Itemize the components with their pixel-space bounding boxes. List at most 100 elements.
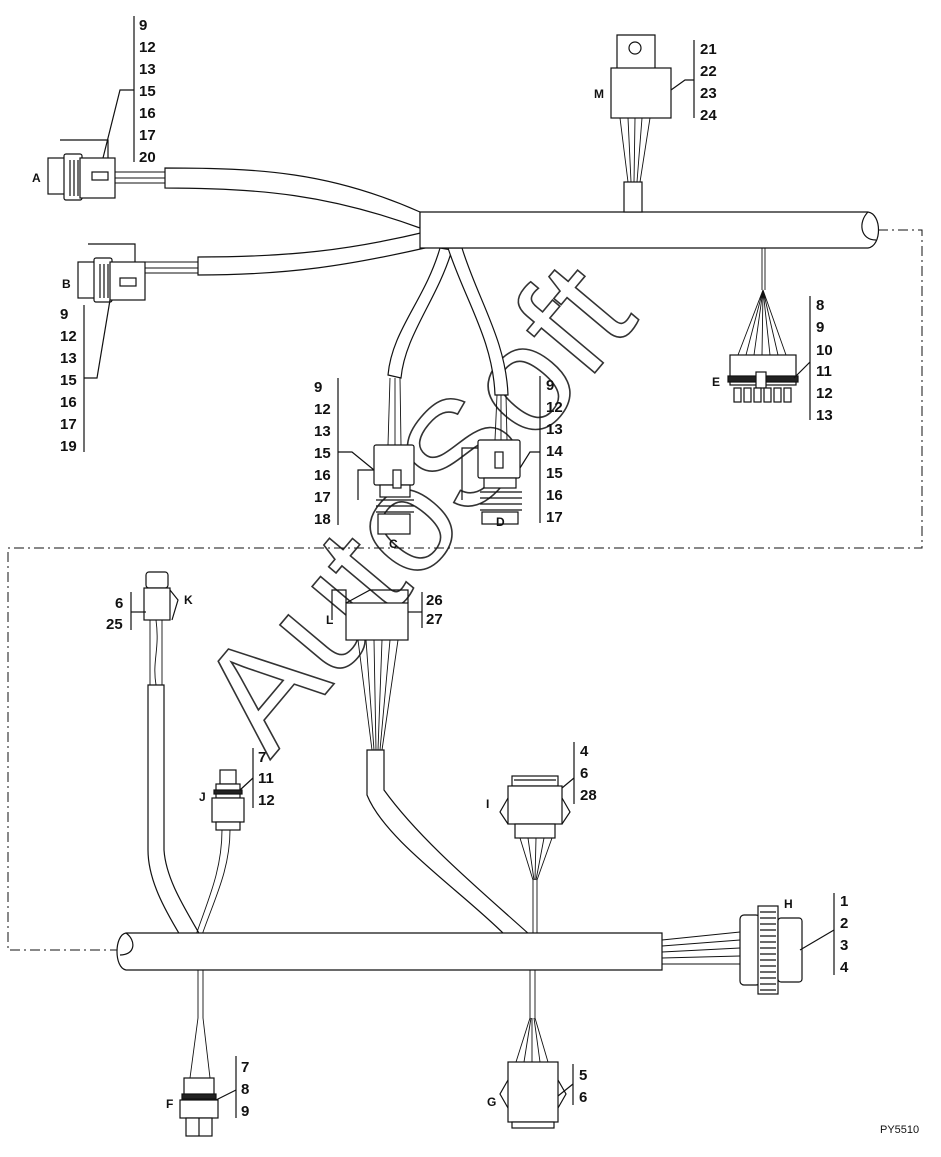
pin-label: 7 (241, 1059, 249, 1076)
connector-j-letter: J (199, 790, 206, 804)
pin-label: 13 (60, 350, 77, 367)
figure-code: PY5510 (880, 1124, 919, 1136)
connector-d-pins: 9 12 13 14 15 16 17 (519, 376, 563, 526)
connector-h-pins: 1 2 3 4 (799, 893, 849, 976)
pin-label: 12 (60, 328, 77, 345)
pin-label: 16 (139, 105, 156, 122)
pin-label: 13 (546, 421, 563, 438)
pin-label: 16 (546, 487, 563, 504)
pin-label: 13 (314, 423, 331, 440)
connector-l: L (326, 589, 409, 751)
pin-label: 11 (258, 770, 274, 787)
connector-d-letter: D (496, 515, 505, 529)
connector-l-letter: L (326, 613, 333, 627)
connector-i-pins: 4 6 28 (561, 742, 597, 804)
pin-label: 6 (115, 595, 123, 612)
connector-c-pins: 9 12 13 15 16 17 18 (314, 378, 375, 528)
pin-label: 16 (314, 467, 331, 484)
connector-d: D (461, 394, 522, 529)
pin-label: 15 (60, 372, 77, 389)
pin-label: 17 (60, 416, 77, 433)
pin-label: 17 (546, 509, 563, 526)
pin-label: 9 (60, 306, 68, 323)
connector-e-pins: 8 9 10 11 12 13 (793, 296, 833, 424)
pin-label: 13 (139, 61, 156, 78)
connector-b-pins: 9 12 13 15 16 17 19 (60, 299, 111, 455)
connector-g-letter: G (487, 1095, 496, 1109)
pin-label: 6 (580, 765, 588, 782)
pin-label: 9 (139, 17, 147, 34)
pin-label: 23 (700, 85, 717, 102)
pin-label: 9 (546, 377, 554, 394)
pin-label: 18 (314, 511, 331, 528)
pin-label: 6 (579, 1089, 587, 1106)
pin-label: 19 (60, 438, 77, 455)
pin-label: 12 (816, 385, 833, 402)
connector-k-pins: 6 25 (106, 592, 146, 633)
pin-label: 4 (840, 959, 849, 976)
pin-label: 15 (139, 83, 156, 100)
pin-label: 5 (579, 1067, 587, 1084)
connector-l-pins: 26 27 (408, 592, 443, 628)
pin-label: 11 (816, 363, 832, 380)
pin-label: 28 (580, 787, 597, 804)
connector-c: C (357, 377, 415, 551)
pin-label: 22 (700, 63, 717, 80)
connector-a-pins: 9 12 13 15 16 17 20 (102, 16, 156, 166)
pin-label: 9 (816, 319, 824, 336)
pin-label: 26 (426, 592, 443, 609)
connector-k-letter: K (184, 593, 193, 607)
connector-f-letter: F (166, 1097, 173, 1111)
pin-label: 9 (241, 1103, 249, 1120)
connector-m-letter: M (594, 87, 604, 101)
connector-g: G (487, 1017, 567, 1129)
pin-label: 21 (700, 41, 717, 58)
connector-e: E (712, 248, 799, 403)
connector-i-letter: I (486, 797, 489, 811)
pin-label: 12 (139, 39, 156, 56)
connector-e-letter: E (712, 375, 720, 389)
pin-label: 8 (816, 297, 824, 314)
lower-harness (116, 684, 663, 1018)
pin-label: 4 (580, 743, 589, 760)
connector-b: B (62, 243, 198, 303)
connector-a: A (32, 139, 165, 201)
connector-b-letter: B (62, 277, 71, 291)
pin-label: 12 (258, 792, 275, 809)
pin-label: 17 (139, 127, 156, 144)
upper-harness (164, 167, 880, 396)
pin-label: 15 (314, 445, 331, 462)
pin-label: 7 (258, 749, 266, 766)
connector-f: F (166, 1017, 219, 1137)
pin-label: 27 (426, 611, 443, 628)
connector-j: J (199, 769, 245, 831)
pin-label: 12 (546, 399, 563, 416)
pin-label: 12 (314, 401, 331, 418)
relay-m: M (594, 34, 672, 183)
pin-label: 8 (241, 1081, 249, 1098)
pin-label: 3 (840, 937, 848, 954)
connector-c-letter: C (389, 537, 398, 551)
pin-label: 17 (314, 489, 331, 506)
pin-label: 20 (139, 149, 156, 166)
pin-label: 2 (840, 915, 848, 932)
connector-m-pins: 21 22 23 24 (670, 40, 717, 124)
pin-label: 14 (546, 443, 563, 460)
connector-a-letter: A (32, 171, 41, 185)
pin-label: 25 (106, 616, 123, 633)
connector-i: I (486, 775, 571, 881)
pin-label: 10 (816, 342, 833, 359)
pin-label: 16 (60, 394, 77, 411)
pin-label: 9 (314, 379, 322, 396)
pin-label: 24 (700, 107, 717, 124)
pin-label: 13 (816, 407, 833, 424)
connector-g-pins: 5 6 (557, 1064, 587, 1106)
connector-k: K (143, 571, 193, 686)
connector-h: H (661, 897, 803, 995)
pin-label: 1 (840, 893, 848, 910)
pin-label: 15 (546, 465, 563, 482)
connector-f-pins: 7 8 9 (215, 1056, 249, 1120)
connector-j-pins: 7 11 12 (239, 748, 275, 809)
connector-h-letter: H (784, 897, 793, 911)
